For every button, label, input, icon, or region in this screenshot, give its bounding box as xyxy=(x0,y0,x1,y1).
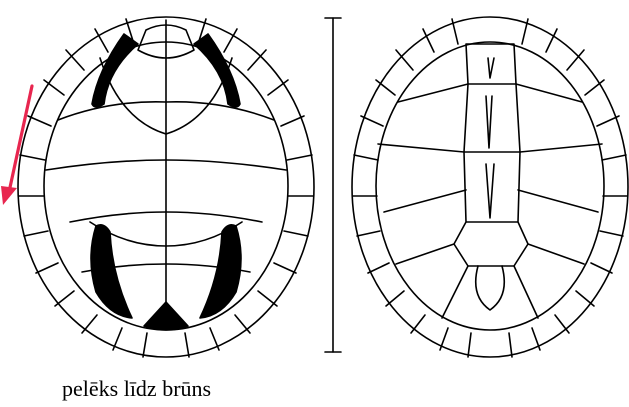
scale-bar xyxy=(325,18,341,352)
front-left-marking xyxy=(92,34,138,107)
rear-center-marking xyxy=(144,302,188,330)
vertebral-column xyxy=(454,44,528,266)
caption: pelēks līdz brūns xyxy=(62,376,262,402)
plastron-marginals xyxy=(353,19,627,357)
plastron-ventral xyxy=(352,17,628,357)
plastron-inner-ring xyxy=(376,42,604,330)
plastron-outline xyxy=(352,17,628,357)
front-right-marking xyxy=(194,34,240,107)
carapace-dorsal xyxy=(18,17,314,357)
keel-ridges xyxy=(486,58,494,218)
direction-arrow xyxy=(1,86,32,205)
